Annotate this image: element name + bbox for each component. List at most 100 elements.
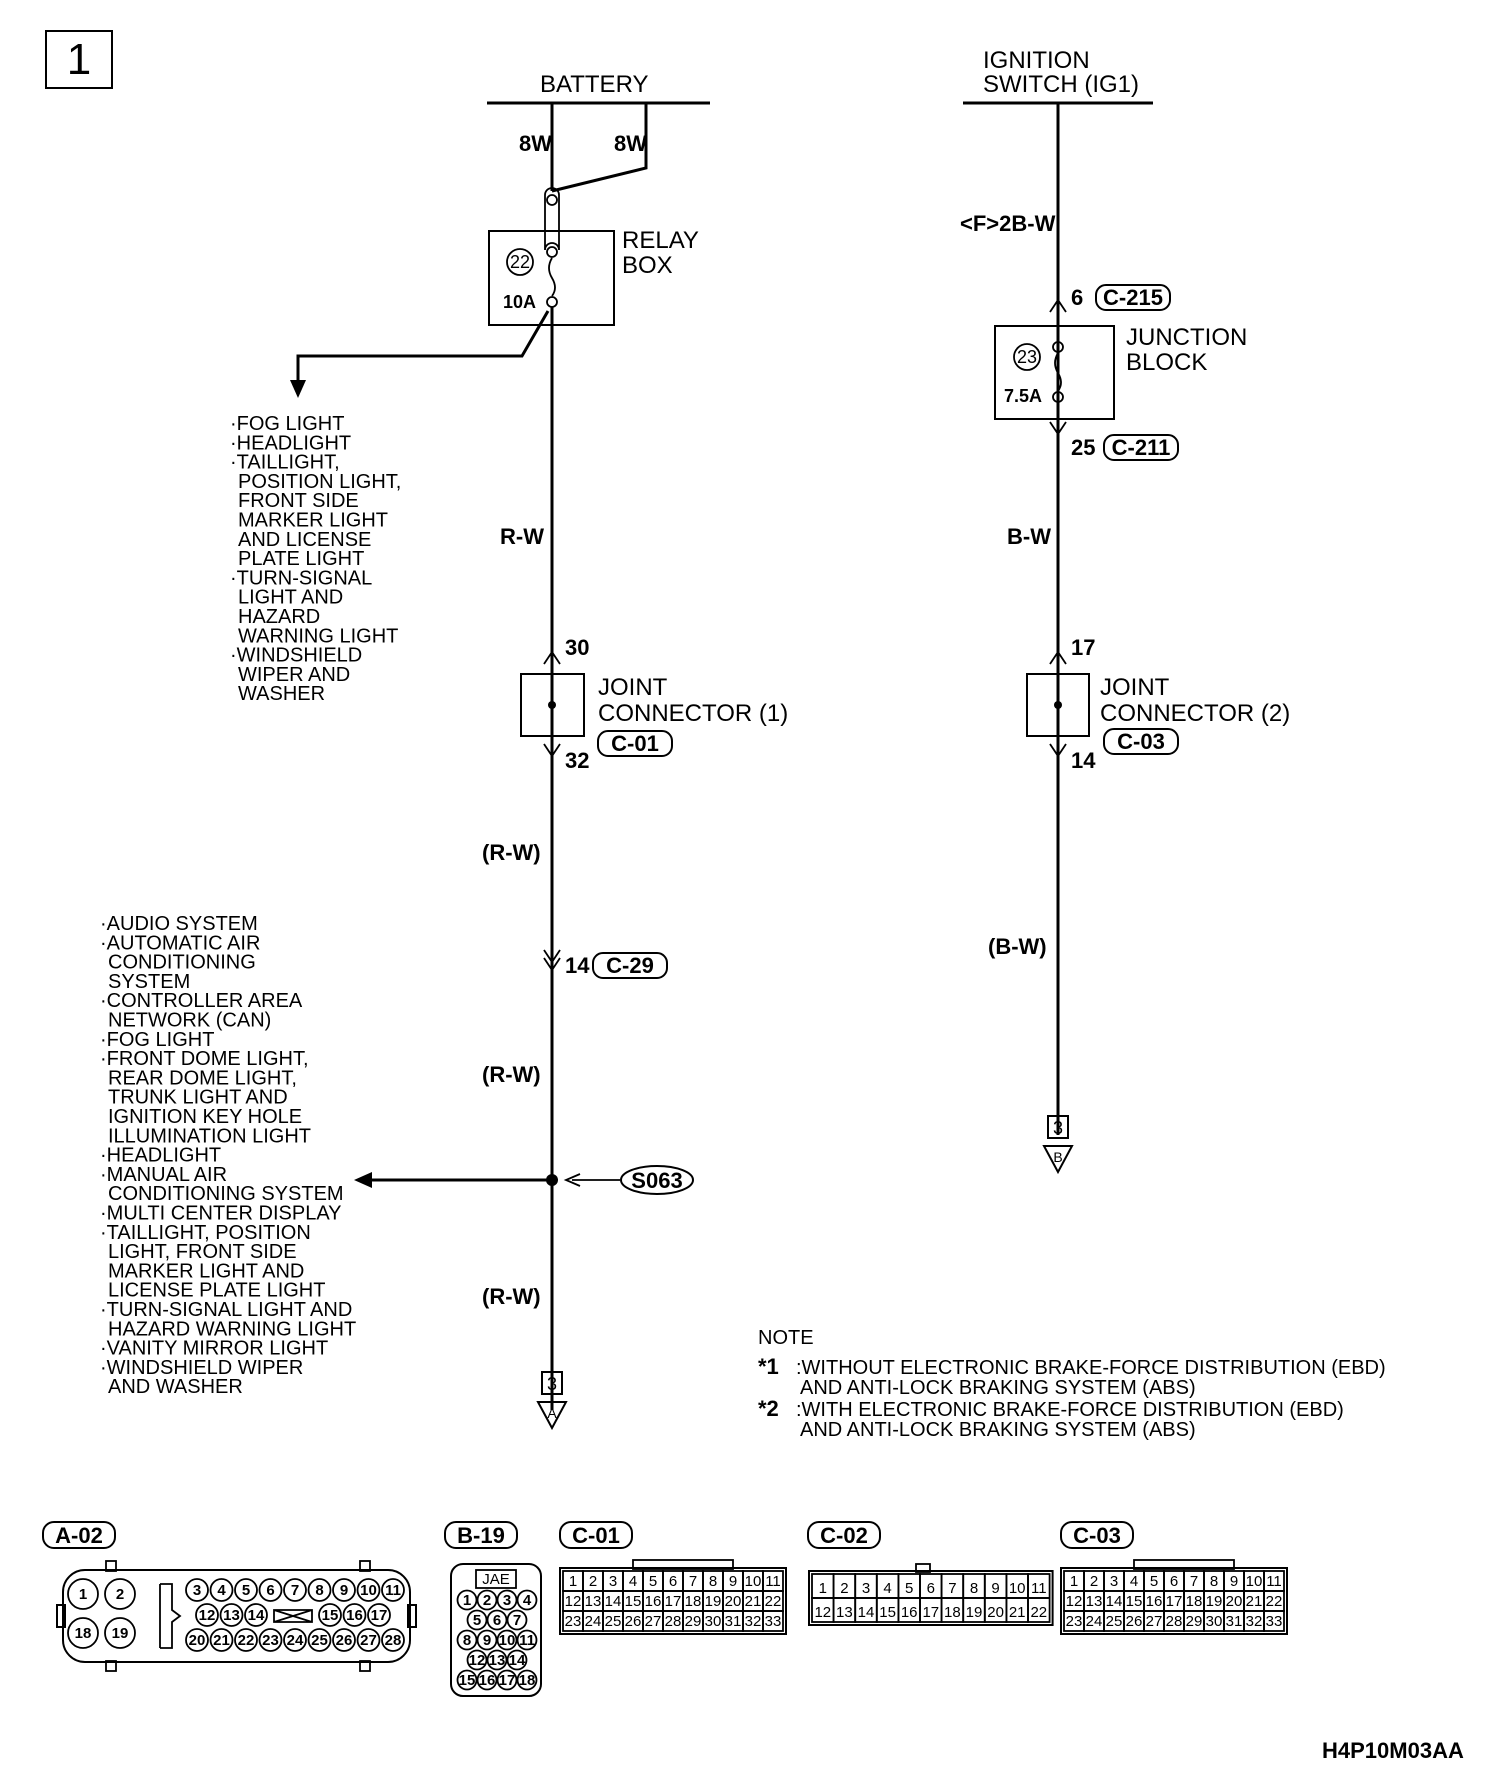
inline-connector-badge	[592, 952, 668, 979]
pin-cavity	[234, 1578, 258, 1602]
load-line: HAZARD WARNING LIGHT	[108, 1318, 356, 1340]
jc1-out-arrow	[543, 743, 561, 758]
relay-branch-loads: ·FOG LIGHT·HEADLIGHT·TAILLIGHT,POSITION …	[230, 413, 401, 705]
relay-fuse-number-circle	[506, 248, 534, 276]
load-line: ·FOG LIGHT	[100, 1029, 214, 1051]
pin-cavity	[219, 1603, 244, 1627]
cavity-number: 8	[709, 1573, 717, 1590]
cavity-number: 9	[1230, 1573, 1238, 1590]
load-line: REAR DOME LIGHT,	[108, 1067, 297, 1089]
b19-badge	[444, 1521, 518, 1549]
cavity-number: 6	[1170, 1573, 1178, 1590]
cavity	[762, 1610, 784, 1632]
jb-terminal-top	[1052, 341, 1064, 353]
pin-number: 4	[523, 1592, 532, 1609]
ignition-circuit: IGNITION SWITCH (IG1) <F>2B-W 6 C-215 JU…	[960, 47, 1290, 1175]
pin-cavity	[516, 1629, 538, 1651]
cavity-number: 21	[1246, 1593, 1263, 1610]
cavity-number: 28	[1166, 1613, 1183, 1630]
pin-cavity	[244, 1603, 268, 1627]
cavity-number: 21	[745, 1593, 762, 1610]
load-line: ·WINDSHIELD	[230, 645, 362, 667]
cavity-number: 20	[1226, 1593, 1243, 1610]
cavity-number: 1	[819, 1580, 827, 1597]
pin-cavity	[506, 1649, 528, 1671]
pin-cavity	[496, 1589, 518, 1611]
cavity-number: 33	[1266, 1613, 1283, 1630]
cavity-number: 15	[879, 1604, 896, 1621]
inline-pin: 14	[565, 953, 590, 978]
pin-cavity	[318, 1603, 342, 1627]
jb-terminal-bottom	[1052, 391, 1064, 403]
circuit-a-page-ref: 3	[547, 1374, 557, 1394]
pin-cavity	[209, 1628, 234, 1652]
note-mark-1: *1	[758, 1354, 779, 1379]
pin-cavity	[486, 1609, 508, 1631]
pin-number: 2	[116, 1586, 124, 1603]
a02-lug-3	[105, 1660, 117, 1672]
b19-body	[450, 1563, 542, 1697]
pin-number: 1	[79, 1586, 87, 1603]
pin-cavity	[283, 1578, 307, 1602]
cavity-number: 20	[987, 1604, 1004, 1621]
pin-number: 20	[189, 1632, 206, 1649]
load-line: ·MULTI CENTER DISPLAY	[100, 1203, 342, 1225]
jc2-connector-badge	[1103, 728, 1179, 755]
cavity-number: 22	[765, 1593, 782, 1610]
jb-pin-out: 25	[1071, 435, 1095, 460]
jc2-pin-out: 14	[1071, 748, 1096, 773]
cavity-number: 30	[1206, 1613, 1223, 1630]
relay-branch-arrow	[290, 380, 306, 398]
cavity-number: 19	[1206, 1593, 1223, 1610]
c03-label: C-03	[1073, 1523, 1121, 1548]
pin-number: 4	[217, 1582, 226, 1599]
load-line: ·AUTOMATIC AIR	[100, 932, 260, 954]
load-line: SYSTEM	[108, 971, 190, 993]
jb-fuse-number-circle	[1013, 343, 1041, 371]
cavity-number: 24	[585, 1613, 602, 1630]
connector-latch	[915, 1563, 931, 1573]
pin-number: 11	[385, 1582, 401, 1599]
c01-label: C-01	[572, 1523, 620, 1548]
pin-cavity	[476, 1629, 498, 1651]
a02-key	[159, 1583, 182, 1649]
connector-outline	[1060, 1567, 1288, 1635]
cavity-number: 32	[745, 1613, 762, 1630]
relay-box-name-2: BOX	[622, 252, 673, 279]
pin-number: 19	[112, 1625, 129, 1642]
pin-cavity	[104, 1578, 136, 1610]
pin-cavity	[381, 1578, 405, 1602]
load-line: LICENSE PLATE LIGHT	[108, 1280, 325, 1302]
pin-cavity	[258, 1578, 283, 1602]
load-line: LIGHT, FRONT SIDE	[108, 1241, 297, 1263]
circuit-b-ref-letter: B	[1053, 1149, 1062, 1165]
load-line: HAZARD	[238, 606, 320, 628]
ignition-label-2: SWITCH (IG1)	[983, 71, 1139, 98]
cavity-number: 24	[1086, 1613, 1103, 1630]
cavity-number: 7	[689, 1573, 697, 1590]
jb-connector-out-badge	[1103, 434, 1179, 461]
cavity-number: 30	[705, 1613, 722, 1630]
cavity-number: 15	[1126, 1593, 1143, 1610]
jc2-connector: C-03	[1117, 729, 1165, 754]
pin-cavity	[307, 1628, 332, 1652]
pin-number: 8	[463, 1632, 471, 1649]
load-line: ·FRONT DOME LIGHT,	[100, 1048, 309, 1070]
cavity-number: 16	[645, 1593, 662, 1610]
cavity-number: 3	[1110, 1573, 1118, 1590]
pin-cavity	[67, 1578, 99, 1610]
jc2-in-arrow	[1049, 650, 1067, 665]
cavity-number: 23	[1066, 1613, 1083, 1630]
cavity-number: 13	[585, 1593, 602, 1610]
pin-number: 23	[262, 1632, 279, 1649]
load-line: CONDITIONING	[108, 952, 256, 974]
pin-cavity	[456, 1669, 478, 1691]
pin-number: 7	[513, 1612, 521, 1629]
cavity-number: 14	[605, 1593, 622, 1610]
pin-cavity	[307, 1578, 332, 1602]
pin-number: 12	[469, 1652, 486, 1669]
pin-number: 17	[371, 1607, 388, 1624]
battery-circuit: BATTERY 8W 8W RELAY BOX 22 10A ·FOG LIGH…	[100, 71, 788, 1431]
